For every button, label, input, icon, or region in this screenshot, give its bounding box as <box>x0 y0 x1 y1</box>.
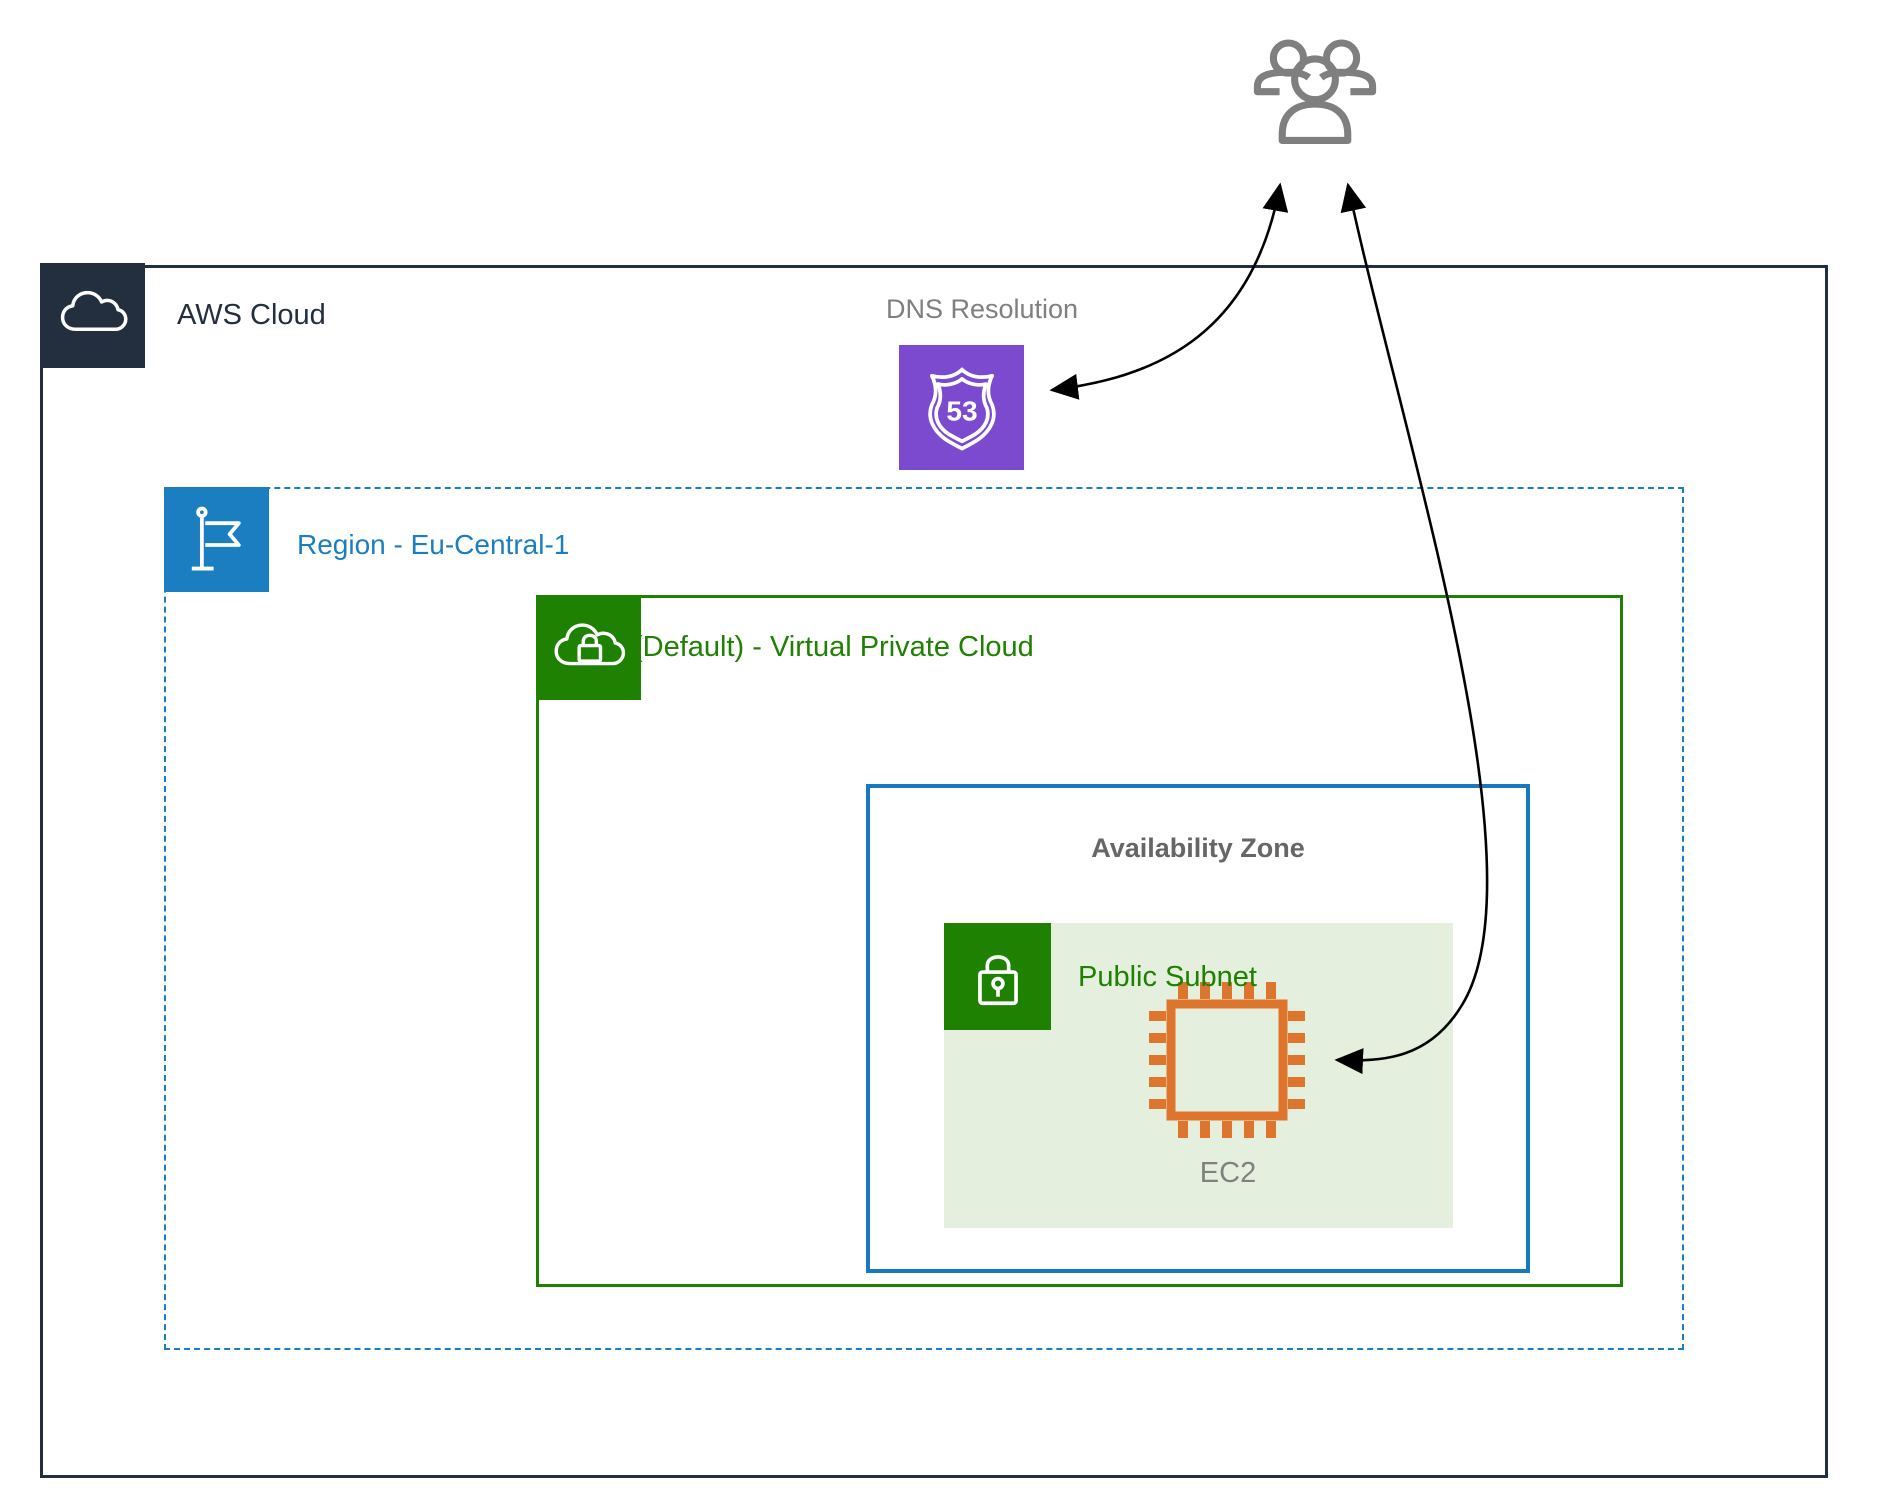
vpc-container <box>536 595 1623 1287</box>
subnet-lock-icon <box>944 923 1051 1030</box>
region-flag-icon <box>164 487 269 592</box>
availability-zone-container <box>866 784 1530 1273</box>
aws-cloud-label: AWS Cloud <box>177 299 326 331</box>
region-container <box>164 487 1684 1350</box>
dns-resolution-label: DNS Resolution <box>885 294 1079 324</box>
ec2-chip-icon <box>1149 982 1305 1138</box>
ec2-label: EC2 <box>1199 1157 1257 1189</box>
availability-zone-label: Availability Zone <box>1091 833 1305 863</box>
route53-icon: 53 <box>899 345 1024 470</box>
aws-cloud-container <box>40 265 1828 1478</box>
svg-text:53: 53 <box>946 395 977 426</box>
aws-cloud-icon <box>40 263 145 368</box>
public-subnet-label: Public Subnet <box>1078 961 1257 993</box>
vpc-label: (Default) - Virtual Private Cloud <box>633 631 1034 663</box>
users-icon <box>1253 30 1377 157</box>
vpc-cloud-lock-icon <box>536 595 641 700</box>
region-label: Region - Eu-Central-1 <box>297 529 570 560</box>
